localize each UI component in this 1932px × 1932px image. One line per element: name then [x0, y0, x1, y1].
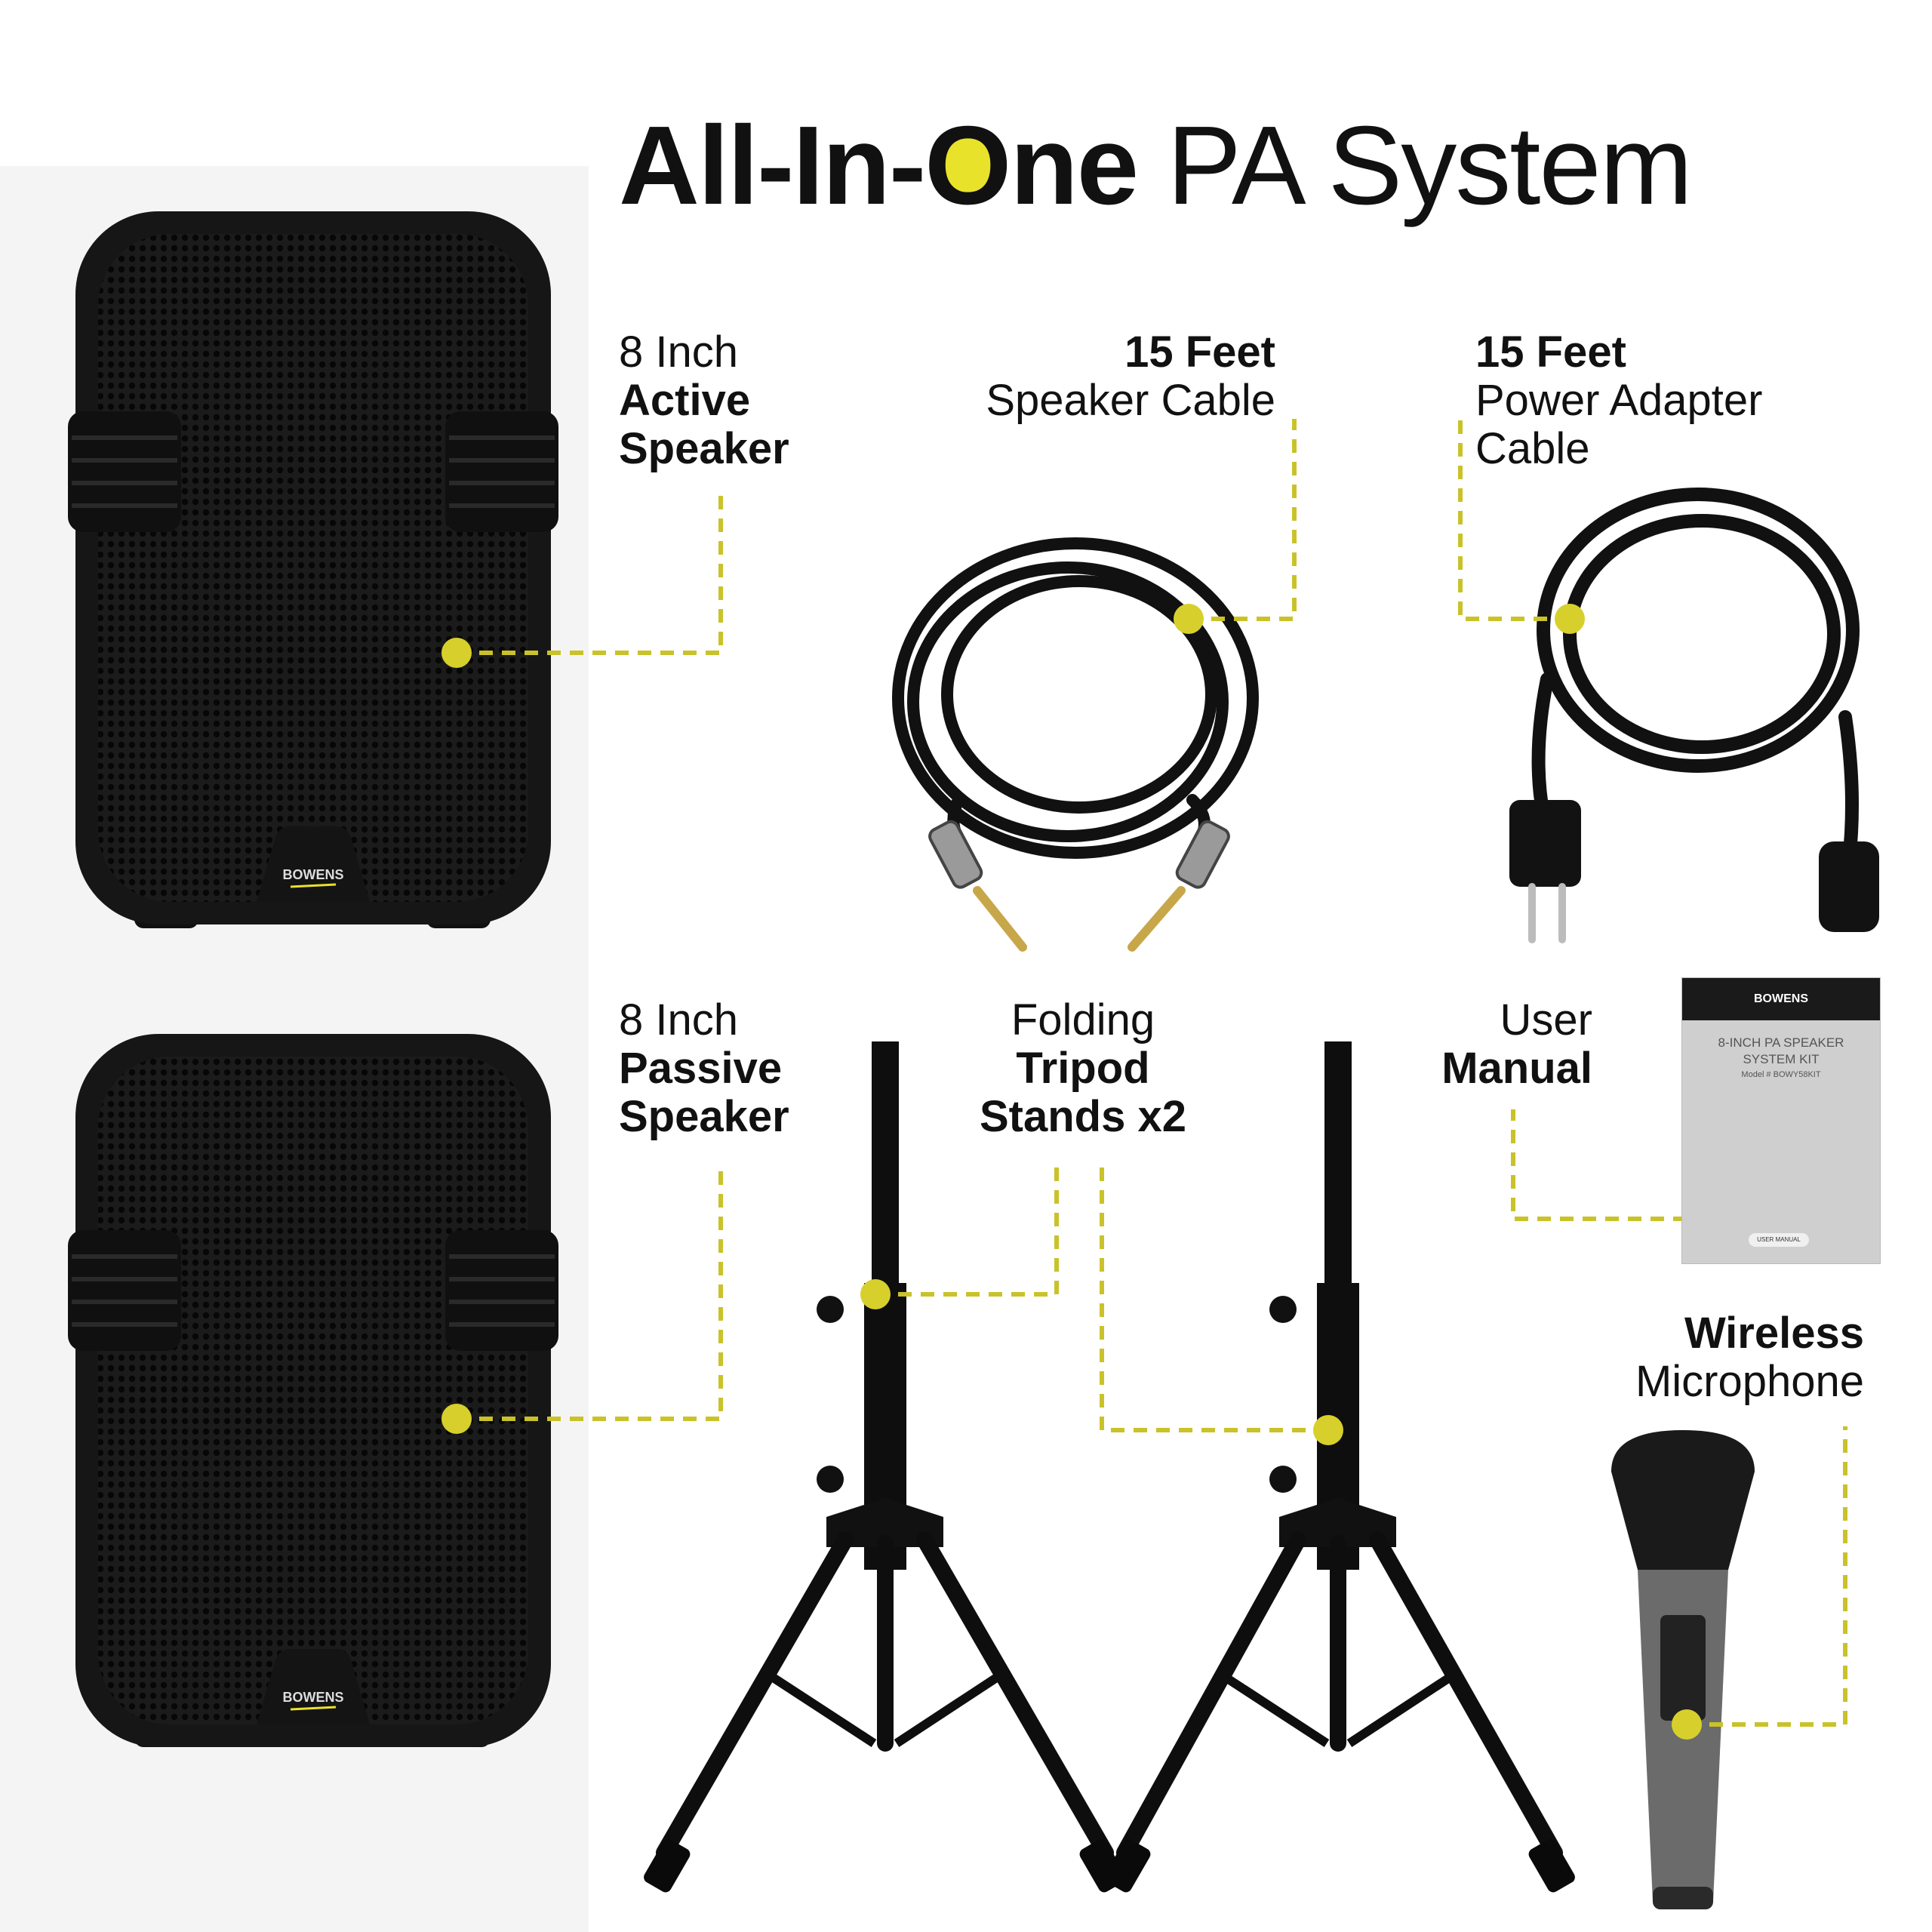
manual-brand: BOWENS: [1682, 978, 1880, 1020]
page-title: All-In-One PA System: [619, 102, 1693, 230]
passive-speaker-image: BOWENS: [68, 1034, 558, 1747]
speaker-cable-image: [892, 537, 1259, 952]
label-active-speaker: 8 Inch Active Speaker: [619, 328, 789, 473]
active-speaker-logo: BOWENS: [283, 867, 344, 882]
manual-title-line1: 8-INCH PA SPEAKER: [1718, 1035, 1844, 1050]
manual-footer: USER MANUAL: [1749, 1233, 1809, 1247]
manual-title-line2: SYSTEM KIT: [1743, 1052, 1820, 1066]
user-manual-image: BOWENS 8-INCH PA SPEAKER SYSTEM KIT Mode…: [1681, 977, 1881, 1264]
label-tripod-stands: Folding Tripod Stands x2: [980, 995, 1186, 1141]
tripod-stand-right: [1104, 1041, 1575, 1893]
title-regular-part: PA System: [1137, 103, 1693, 228]
title-bold-part-2: ne: [1010, 103, 1139, 228]
wireless-microphone-image: [1611, 1430, 1755, 1909]
label-power-cable: 15 Feet Power Adapter Cable: [1475, 328, 1763, 473]
label-user-manual: User Manual: [1441, 995, 1592, 1093]
label-wireless-microphone: Wireless Microphone: [1635, 1309, 1864, 1406]
active-speaker-image: BOWENS: [68, 211, 558, 928]
label-speaker-cable: 15 Feet Speaker Cable: [986, 328, 1275, 425]
manual-model: Model # BOWY58KIT: [1741, 1070, 1821, 1079]
power-cable-image: [1509, 488, 1879, 943]
title-highlight-letter: O: [924, 102, 1011, 230]
label-passive-speaker: 8 Inch Passive Speaker: [619, 995, 789, 1141]
passive-speaker-logo: BOWENS: [283, 1690, 344, 1705]
title-bold-part: All-In-: [619, 103, 926, 228]
leader-lines: [457, 419, 1847, 1727]
